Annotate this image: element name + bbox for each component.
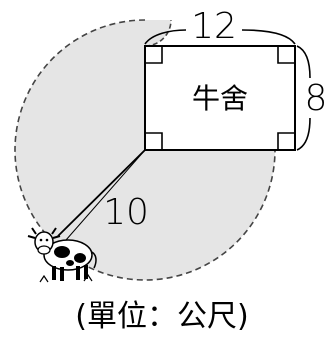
cow-grass [39, 273, 93, 283]
right-angle-top-right [277, 46, 295, 64]
rope-line-secondary [65, 149, 146, 241]
right-angle-top-left [145, 46, 163, 64]
cow-eye [39, 238, 43, 242]
height-dimension-bottom-curve [296, 117, 311, 151]
grazing-region-top-quarter [145, 20, 171, 46]
rope-line [57, 149, 146, 237]
width-dimension-left-curve [144, 29, 187, 45]
right-angle-marks [145, 46, 295, 150]
cow-ears [27, 235, 61, 239]
rope-length-label: 10 [103, 192, 149, 233]
cow-leg [84, 265, 88, 279]
cow-leg [60, 267, 64, 281]
cow-tail [91, 251, 97, 269]
grazing-boundary-main [14, 19, 276, 281]
right-angle-bottom-left [145, 132, 163, 150]
cow-spot [66, 260, 74, 266]
barn-label: 牛舍 [192, 82, 248, 115]
right-angle-bottom-right [277, 132, 295, 150]
cow-muzzle [37, 245, 51, 255]
width-dimension-right-curve [241, 29, 296, 45]
barn-width-label: 12 [191, 6, 237, 47]
barn-height-label: 8 [305, 78, 324, 119]
cow-spot [74, 253, 86, 263]
cow-horns [31, 227, 57, 235]
cow-leg [76, 266, 80, 280]
cow-icon [27, 227, 97, 283]
unit-caption: (單位：公尺) [75, 299, 248, 334]
cow-spot [54, 246, 70, 258]
cow-eye [45, 238, 49, 242]
height-dimension-top-curve [296, 45, 311, 79]
barn-rectangle [144, 45, 296, 151]
cow-leg [52, 266, 56, 280]
